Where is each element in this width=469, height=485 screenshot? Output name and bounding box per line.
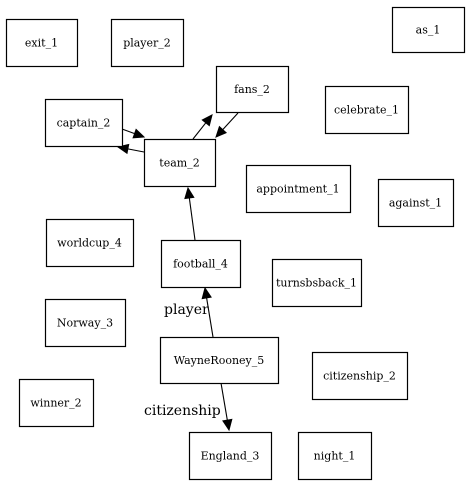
node-norway-3: Norway_3 <box>44 298 127 348</box>
node-box <box>297 431 373 481</box>
node-box <box>215 65 290 114</box>
node-label: winner_2 <box>30 397 81 410</box>
edge-line <box>220 382 228 421</box>
edge-line <box>121 128 135 135</box>
edge-team-2-to-fans-2 <box>192 114 213 140</box>
node-celebrate-1: celebrate_1 <box>324 85 410 135</box>
node-box <box>44 298 127 348</box>
node-team-2: team_2 <box>143 138 217 188</box>
node-box <box>324 85 410 135</box>
node-label: player_2 <box>123 37 171 50</box>
node-box <box>44 98 124 148</box>
node-box <box>5 18 79 68</box>
node-label: appointment_1 <box>256 183 339 196</box>
node-box <box>391 6 466 54</box>
node-box <box>143 138 217 188</box>
nodes-layer: exit_1 player_2 as_1 fans_2 captain_2 celebra… <box>5 6 466 481</box>
edge-captain-2-to-team-2 <box>121 128 146 139</box>
arrowhead-icon <box>132 128 146 139</box>
node-label: team_2 <box>159 157 199 170</box>
node-football-4: football_4 <box>160 239 242 289</box>
arrowhead-icon <box>215 125 228 138</box>
node-worldcup-4: worldcup_4 <box>45 218 135 268</box>
node-box <box>377 178 455 228</box>
node-as-1: as_1 <box>391 6 466 54</box>
edge-label: citizenship <box>144 403 221 419</box>
edges-layer: player citizenship <box>116 112 239 432</box>
node-label: exit_1 <box>25 37 58 50</box>
edge-line <box>222 112 239 131</box>
node-fans-2: fans_2 <box>215 65 290 114</box>
node-box <box>311 351 409 401</box>
node-label: turnsbsback_1 <box>276 277 357 290</box>
node-waynerooney-5: WayneRooney_5 <box>159 336 280 385</box>
edge-label: player <box>164 302 209 318</box>
node-appointment-1: appointment_1 <box>245 164 352 214</box>
arrowhead-icon <box>201 114 213 127</box>
node-box <box>45 218 135 268</box>
node-winner-2: winner_2 <box>18 378 95 428</box>
node-label: worldcup_4 <box>57 237 122 250</box>
node-night-1: night_1 <box>297 431 373 481</box>
node-against-1: against_1 <box>377 178 455 228</box>
node-label: England_3 <box>201 450 260 463</box>
edge-line <box>192 122 207 140</box>
node-england-3: England_3 <box>188 431 273 481</box>
node-box <box>159 336 280 385</box>
edge-waynerooney-5-to-england-3: citizenship <box>144 382 233 432</box>
node-label: football_4 <box>173 258 228 271</box>
node-turnsbsback-1: turnsbsback_1 <box>271 258 363 308</box>
node-label: as_1 <box>416 24 441 37</box>
node-label: night_1 <box>314 450 356 463</box>
edge-waynerooney-5-to-football-4: player <box>164 286 214 338</box>
edge-football-4-to-team-2 <box>184 186 196 241</box>
node-label: Norway_3 <box>57 317 113 330</box>
node-box <box>110 18 185 68</box>
node-player-2: player_2 <box>110 18 185 68</box>
node-box <box>188 431 273 481</box>
node-citizenship-2: citizenship_2 <box>311 351 409 401</box>
node-label: WayneRooney_5 <box>174 354 265 367</box>
node-box <box>245 164 352 214</box>
node-label: celebrate_1 <box>334 104 399 117</box>
edge-line <box>188 197 196 241</box>
edge-line <box>206 297 214 338</box>
arrowhead-icon <box>184 186 195 200</box>
node-box <box>18 378 95 428</box>
arrowhead-icon <box>201 286 212 300</box>
edge-fans-2-to-team-2 <box>215 112 239 138</box>
node-exit-1: exit_1 <box>5 18 79 68</box>
arrowhead-icon <box>222 418 233 432</box>
edge-line <box>127 148 145 153</box>
node-label: captain_2 <box>57 117 111 130</box>
node-box <box>160 239 242 289</box>
node-label: citizenship_2 <box>323 370 396 383</box>
node-box <box>271 258 363 308</box>
node-label: fans_2 <box>234 83 270 96</box>
node-captain-2: captain_2 <box>44 98 124 148</box>
node-label: against_1 <box>389 197 442 210</box>
